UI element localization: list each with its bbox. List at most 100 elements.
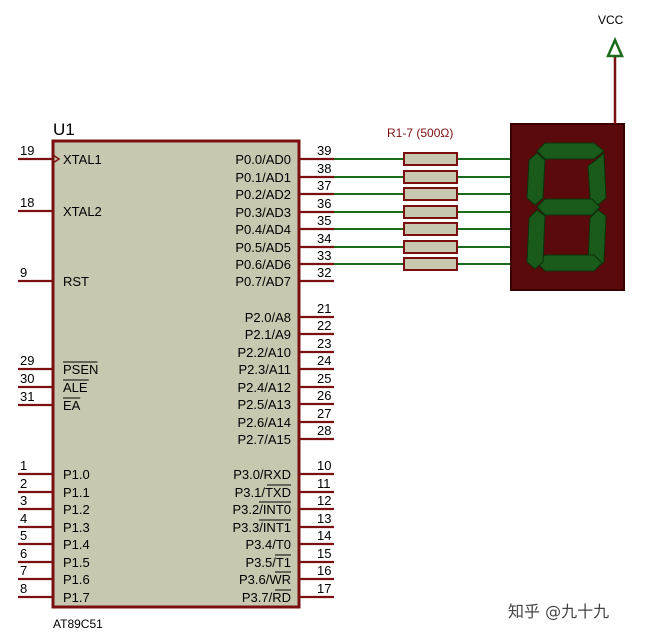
- vcc-label: VCC: [598, 13, 624, 27]
- right-pin-name: P0.5/AD5: [235, 240, 291, 255]
- right-pin-number: 15: [317, 546, 331, 561]
- vcc-terminal-icon[interactable]: [606, 36, 624, 58]
- left-pin-number: 1: [20, 458, 27, 473]
- right-pin-number: 16: [317, 563, 331, 578]
- left-pin-name: PSEN: [63, 362, 98, 377]
- watermark-text: 知乎 @九十九: [508, 602, 609, 621]
- resistor[interactable]: [403, 257, 458, 271]
- segment-a: [536, 142, 605, 160]
- right-pin-number: 11: [317, 476, 331, 491]
- segment-d: [536, 254, 603, 272]
- left-pin-number: 3: [20, 493, 27, 508]
- resistor[interactable]: [403, 240, 458, 254]
- right-pin-name: P0.3/AD3: [235, 205, 291, 220]
- clock-marker-icon: [52, 154, 61, 164]
- right-pin-number: 23: [317, 336, 331, 351]
- right-pin-number: 33: [317, 248, 331, 263]
- right-pin-number: 21: [317, 301, 331, 316]
- right-pin-name: P0.0/AD0: [235, 152, 291, 167]
- left-pin-name: ALE: [63, 380, 88, 395]
- left-pin-name: XTAL2: [63, 204, 102, 219]
- right-pin-name: P2.0/A8: [245, 310, 291, 325]
- right-pin-number: 24: [317, 353, 331, 368]
- left-pin-name: P1.2: [63, 502, 90, 517]
- right-pin-name: P0.2/AD2: [235, 187, 291, 202]
- left-pin-name: P1.1: [63, 485, 90, 500]
- left-pin-name: P1.6: [63, 572, 90, 587]
- resistor-array: [403, 152, 458, 271]
- right-pin-number: 17: [317, 581, 331, 596]
- left-pin-name: P1.7: [63, 590, 90, 605]
- left-pin-name: RST: [63, 274, 89, 289]
- left-pin-name: P1.3: [63, 520, 90, 535]
- right-pin-number: 10: [317, 458, 331, 473]
- right-pin-number: 13: [317, 511, 331, 526]
- right-pin-name: P3.1/TXD: [235, 485, 291, 500]
- mcu-chip-body[interactable]: [51, 139, 301, 609]
- left-pin-number: 19: [20, 143, 34, 158]
- left-pin-number: 29: [20, 353, 34, 368]
- port0-wires: [334, 158, 511, 265]
- right-pin-name: P2.6/A14: [238, 415, 292, 430]
- right-pin-number: 39: [317, 143, 331, 158]
- right-pin-number: 38: [317, 161, 331, 176]
- left-pin-number: 2: [20, 476, 27, 491]
- right-pin-number: 34: [317, 231, 331, 246]
- right-pin-number: 28: [317, 423, 331, 438]
- left-pin-name: EA: [63, 398, 81, 413]
- right-pin-name: P2.5/A13: [238, 397, 292, 412]
- resistor[interactable]: [403, 187, 458, 201]
- segment-e: [526, 209, 546, 270]
- left-pin-name: XTAL1: [63, 152, 102, 167]
- right-pin-number: 12: [317, 493, 331, 508]
- left-pin-number: 5: [20, 528, 27, 543]
- segment-f: [526, 152, 546, 206]
- right-pin-number: 25: [317, 371, 331, 386]
- right-pin-name: P2.1/A9: [245, 327, 291, 342]
- right-pin-number: 26: [317, 388, 331, 403]
- mcu-ref-label: U1: [53, 120, 75, 139]
- right-pin-name: P0.7/AD7: [235, 274, 291, 289]
- right-pin-name: P2.2/A10: [238, 345, 292, 360]
- right-pin-name: P2.3/A11: [238, 362, 291, 377]
- resistor[interactable]: [403, 222, 458, 236]
- left-pin-number: 18: [20, 195, 34, 210]
- resistor[interactable]: [403, 170, 458, 184]
- right-pin-name: P3.0/RXD: [233, 467, 291, 482]
- right-pin-number: 36: [317, 196, 331, 211]
- right-pin-name: P3.2/INT0: [232, 502, 291, 517]
- right-pin-name: P3.3/INT1: [232, 520, 291, 535]
- right-pin-number: 22: [317, 318, 331, 333]
- segment-g: [536, 198, 601, 216]
- left-pin-name: P1.4: [63, 537, 90, 552]
- right-pin-name: P3.5/T1: [245, 555, 291, 570]
- left-pin-number: 8: [20, 581, 27, 596]
- right-pin-name: P3.4/T0: [245, 537, 291, 552]
- right-pin-name: P2.4/A12: [238, 380, 292, 395]
- right-pin-number: 35: [317, 213, 331, 228]
- right-pin-number: 37: [317, 178, 331, 193]
- left-pin-number: 4: [20, 511, 27, 526]
- mcu-part-label: AT89C51: [53, 617, 103, 631]
- right-pin-number: 32: [317, 265, 331, 280]
- right-pin-number: 27: [317, 406, 331, 421]
- resistor-array-label: R1-7 (500Ω): [387, 126, 453, 140]
- left-pin-number: 6: [20, 546, 27, 561]
- right-pin-number: 14: [317, 528, 331, 543]
- right-pin-name: P0.4/AD4: [235, 222, 291, 237]
- left-pin-name: P1.0: [63, 467, 90, 482]
- right-pin-name: P0.1/AD1: [235, 170, 291, 185]
- left-pin-number: 9: [20, 265, 27, 280]
- left-pin-number: 30: [20, 371, 34, 386]
- left-pin-number: 31: [20, 389, 34, 404]
- resistor[interactable]: [403, 152, 458, 166]
- left-pin-name: P1.5: [63, 555, 90, 570]
- seven-segment-display[interactable]: [510, 123, 625, 291]
- right-pin-name: P3.7/RD: [242, 590, 291, 605]
- resistor[interactable]: [403, 205, 458, 219]
- left-pin-number: 7: [20, 563, 27, 578]
- right-pin-name: P3.6/WR: [239, 572, 291, 587]
